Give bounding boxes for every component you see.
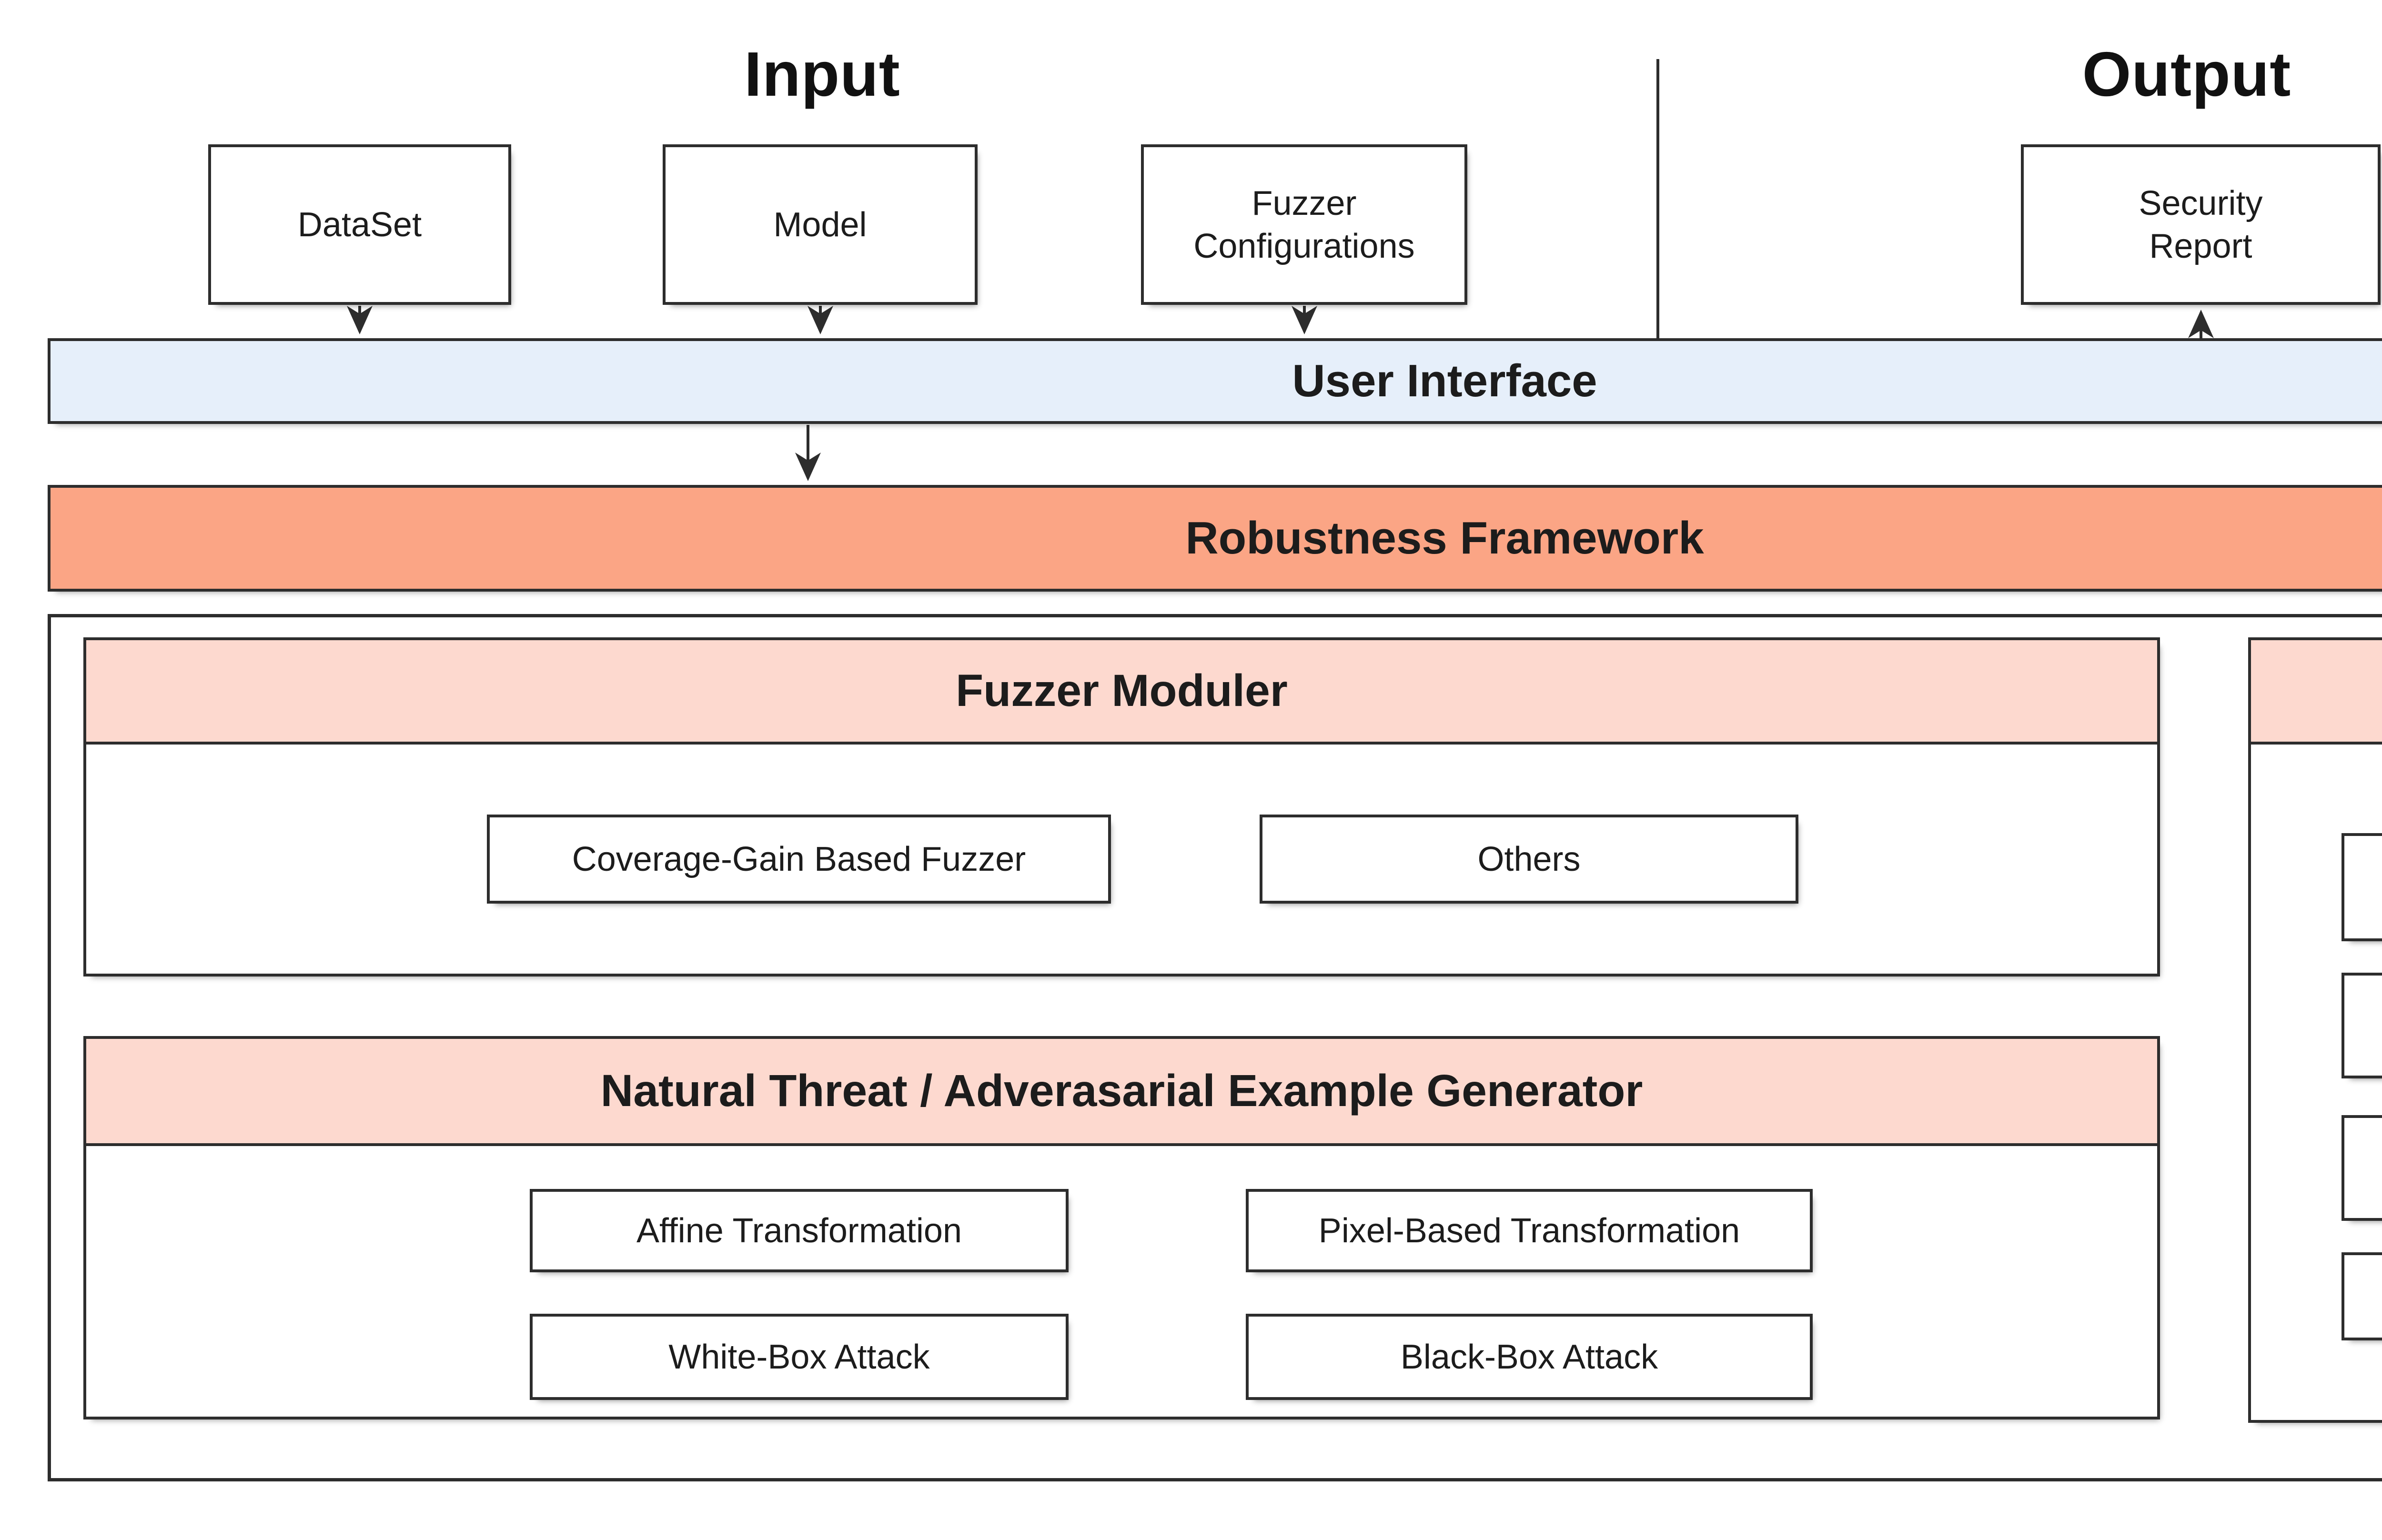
user-interface-label: User Interface (1292, 355, 1597, 406)
generator-panel: Natural Threat / Adverasarial Example Ge… (83, 1036, 2160, 1419)
black-box-attack-box: Black-Box Attack (1246, 1314, 1813, 1400)
affine-transformation-box: Affine Transformation (530, 1189, 1069, 1272)
dataset-label: DataSet (297, 205, 422, 244)
fuzzer-configurations-box: Fuzzer Configurations (1141, 144, 1467, 305)
coverage-utility-box: Coverage Utility (2342, 973, 2382, 1078)
input-title: Input (744, 39, 900, 109)
security-report-label: Security Report (2139, 184, 2263, 265)
white-box-attack-box: White-Box Attack (530, 1314, 1069, 1400)
security-report-box: Security Report (2021, 144, 2381, 305)
fuzzer-others-label: Others (1477, 840, 1581, 878)
dataset-box: DataSet (208, 144, 511, 305)
generator-header: Natural Threat / Adverasarial Example Ge… (86, 1039, 2157, 1146)
pixel-based-transformation-box: Pixel-Based Transformation (1246, 1189, 1813, 1272)
fuzzer-moduler-header: Fuzzer Moduler (86, 640, 2157, 745)
evaluation-others-box: Others (2342, 1252, 2382, 1340)
fuzzer-others-box: Others (1260, 815, 1798, 904)
robustness-framework-bar: Robustness Framework (48, 485, 2382, 592)
attack-utility-box: Attack Utility (2342, 1115, 2382, 1221)
model-box: Model (663, 144, 978, 305)
white-box-attack-label: White-Box Attack (668, 1338, 930, 1376)
black-box-attack-label: Black-Box Attack (1400, 1338, 1658, 1376)
classification-utility-box: Classification Utility (2342, 833, 2382, 941)
pixel-based-transformation-label: Pixel-Based Transformation (1318, 1211, 1740, 1250)
model-label: Model (773, 205, 867, 244)
generator-title: Natural Threat / Adverasarial Example Ge… (600, 1066, 1643, 1116)
affine-transformation-label: Affine Transformation (636, 1211, 962, 1250)
evaluation-header: Evaluation (2251, 640, 2382, 745)
coverage-gain-based-fuzzer-label: Coverage-Gain Based Fuzzer (572, 840, 1026, 878)
user-interface-bar: User Interface (48, 338, 2382, 424)
fuzzer-moduler-title: Fuzzer Moduler (956, 665, 1288, 716)
coverage-gain-based-fuzzer-box: Coverage-Gain Based Fuzzer (487, 815, 1111, 904)
fuzzer-moduler-panel: Fuzzer Moduler (83, 637, 2160, 976)
output-title: Output (2082, 39, 2291, 109)
robustness-framework-label: Robustness Framework (1185, 513, 1704, 564)
fuzzer-configurations-label: Fuzzer Configurations (1193, 184, 1415, 265)
